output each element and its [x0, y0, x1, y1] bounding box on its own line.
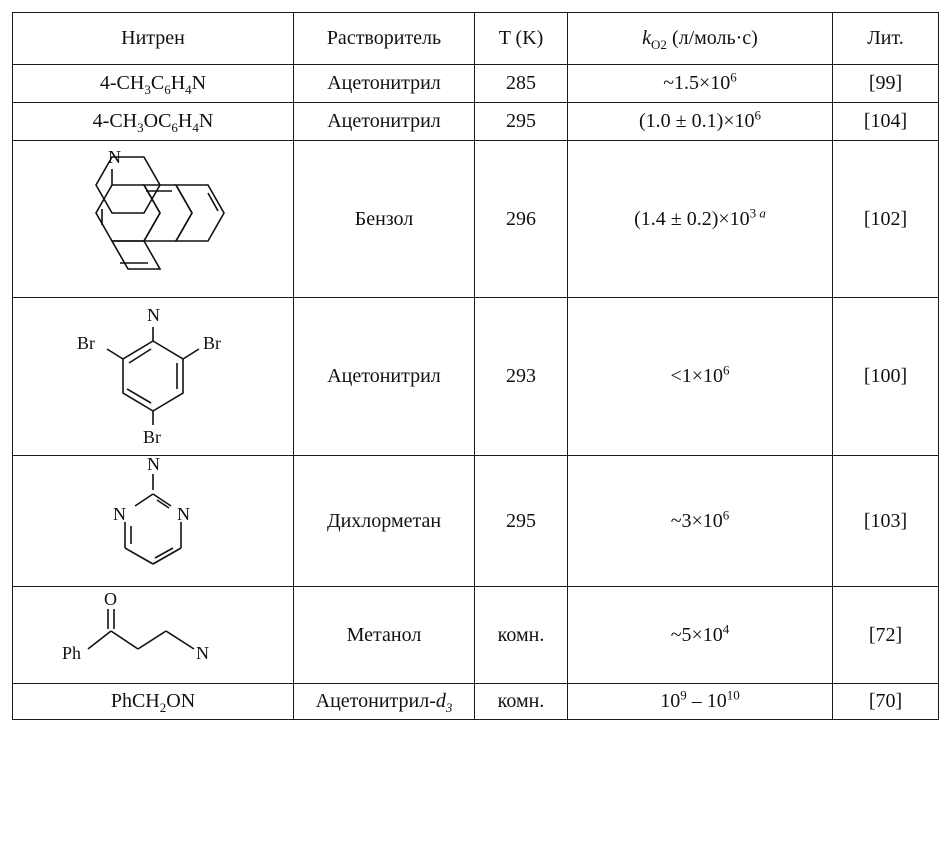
header-rate-constant: kO2 (л/моль·с)	[567, 12, 833, 65]
reference-cell: [104]	[832, 102, 939, 141]
nitrene-rate-table: Нитрен Растворитель T (K) kO2 (л/моль·с)…	[12, 12, 939, 720]
solvent-cell: Ацетонитрил	[293, 102, 475, 141]
table-row: 4-CH3C6H4N Ацетонитрил 285 ~1.5×106 [99]	[12, 64, 939, 103]
reference-cell: [70]	[832, 683, 939, 720]
rate-cell: ~3×106	[567, 455, 833, 587]
table-row: O Ph N Метанол комн. ~5×104 [72]	[12, 586, 939, 684]
structure-tribromophenyl-nitrene: N Br Br Br	[12, 297, 294, 456]
pyrene-structure-icon: N	[95, 147, 225, 270]
temperature-cell: 296	[474, 140, 568, 298]
structure-ketone-nitrene: O Ph N	[12, 586, 294, 684]
header-solvent: Растворитель	[293, 12, 475, 65]
solvent-cell: Ацетонитрил-d3	[293, 683, 475, 720]
nitrene-formula: 4-CH3C6H4N	[12, 64, 294, 103]
solvent-cell: Бензол	[293, 140, 475, 298]
k-symbol: k	[642, 27, 652, 49]
rate-cell: <1×106	[567, 297, 833, 456]
table-row: N Br Br Br Ацетонитрил 293 <1×106 [100]	[12, 297, 939, 456]
temperature-cell: комн.	[474, 586, 568, 684]
structure-pyrenyl-nitrene: N	[12, 140, 294, 298]
solvent-cell: Метанол	[293, 586, 475, 684]
svg-text:Br: Br	[203, 333, 221, 353]
table-row: N Бензол 296 (1.4 ± 0.2)×103 a [102]	[12, 140, 939, 298]
svg-text:N: N	[113, 504, 126, 524]
temperature-cell: 293	[474, 297, 568, 456]
header-temperature: T (K)	[474, 12, 568, 65]
pyrimidine-structure-icon: N N N	[113, 454, 190, 565]
reference-cell: [102]	[832, 140, 939, 298]
table-row: 4-CH3OC6H4N Ацетонитрил 295 (1.0 ± 0.1)×…	[12, 102, 939, 141]
temperature-cell: 285	[474, 64, 568, 103]
header-nitrene: Нитрен	[12, 12, 294, 65]
nitrene-formula: PhCH2ON	[12, 683, 294, 720]
svg-text:N: N	[108, 147, 121, 167]
svg-text:N: N	[147, 305, 160, 325]
k-units: (л/моль·с)	[666, 27, 758, 49]
rate-cell: ~1.5×106	[567, 64, 833, 103]
reference-cell: [72]	[832, 586, 939, 684]
reference-cell: [103]	[832, 455, 939, 587]
reference-cell: [100]	[832, 297, 939, 456]
svg-text:Ph: Ph	[62, 643, 81, 663]
rate-cell: (1.4 ± 0.2)×103 a	[567, 140, 833, 298]
solvent-cell: Ацетонитрил	[293, 64, 475, 103]
header-row: Нитрен Растворитель T (K) kO2 (л/моль·с)…	[12, 12, 939, 65]
svg-text:O: O	[104, 589, 117, 609]
rate-cell: 109 – 1010	[567, 683, 833, 720]
solvent-cell: Ацетонитрил	[293, 297, 475, 456]
tribromophenyl-structure-icon: N Br Br Br	[77, 305, 221, 447]
header-reference: Лит.	[832, 12, 939, 65]
temperature-cell: 295	[474, 455, 568, 587]
k-subscript: O2	[651, 37, 667, 52]
reference-cell: [99]	[832, 64, 939, 103]
structure-pyrimidinyl-nitrene: N N N	[12, 454, 294, 587]
svg-text:N: N	[147, 456, 160, 474]
temperature-cell: комн.	[474, 683, 568, 720]
phenacyl-structure-icon: O Ph N	[62, 589, 209, 663]
nitrene-formula: 4-CH3OC6H4N	[12, 102, 294, 141]
svg-text:N: N	[196, 643, 209, 663]
svg-text:Br: Br	[143, 427, 161, 447]
solvent-cell: Дихлорметан	[293, 455, 475, 587]
rate-cell: ~5×104	[567, 586, 833, 684]
svg-text:N: N	[177, 504, 190, 524]
temperature-cell: 295	[474, 102, 568, 141]
rate-cell: (1.0 ± 0.1)×106	[567, 102, 833, 141]
table-row: N N N Дихлорметан 295 ~3×106 [103]	[12, 454, 939, 587]
svg-text:Br: Br	[77, 333, 95, 353]
table-row: PhCH2ON Ацетонитрил-d3 комн. 109 – 1010 …	[12, 683, 939, 720]
